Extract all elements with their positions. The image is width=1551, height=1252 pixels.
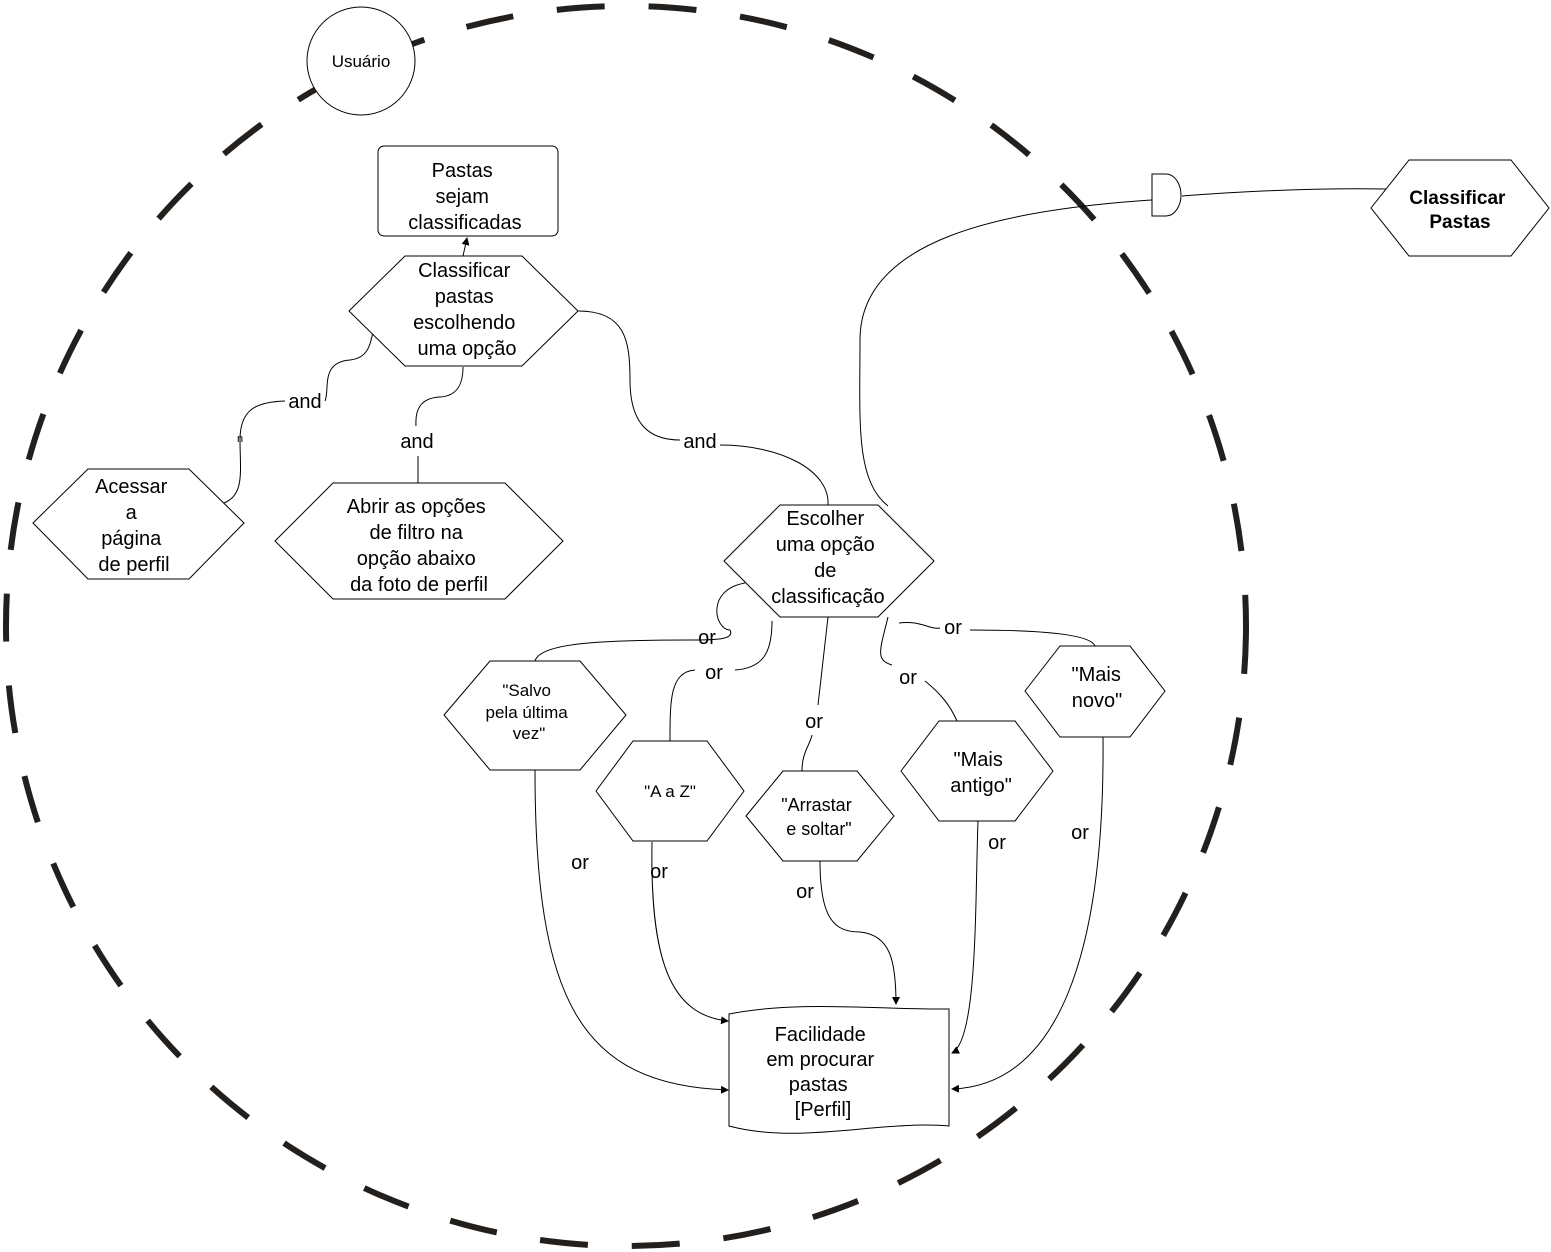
svg-text:"A a Z": "A a Z" — [644, 782, 696, 801]
edge-az-softgoal — [651, 841, 729, 1025]
edge-abrir-and — [415, 366, 464, 483]
label-or-antigo-softgoal: or — [988, 832, 1006, 854]
label-or-salvo: or — [698, 627, 716, 649]
actor-boundary — [3, 3, 1249, 1249]
task-classificar-pastas[interactable]: Classificar pastas escolhendo uma opção — [348, 255, 579, 367]
actor-usuario[interactable]: Usuário — [306, 6, 416, 116]
edge-salvo-softgoal — [534, 769, 729, 1094]
option-salvo-ultima-vez[interactable]: "Salvo pela última vez" — [443, 660, 627, 771]
label-or-antigo: or — [899, 667, 917, 689]
actor-label: Usuário — [332, 52, 391, 71]
label-or-arrastar-softgoal: or — [796, 881, 814, 903]
edge-antigo-softgoal — [951, 820, 979, 1054]
edge-arrastar-softgoal — [819, 860, 900, 1005]
svg-text:Classificar pastas: Classificar pastas escolhendo uma opção — [413, 260, 521, 360]
task-abrir-opcoes-filtro[interactable]: Abrir as opções de filtro na opção abaix… — [274, 482, 564, 600]
edge-acessar-and — [223, 331, 374, 504]
edge-gate-to-external — [1181, 188, 1389, 197]
label-and-acessar: and — [288, 391, 321, 413]
option-a-a-z[interactable]: "A a Z" — [595, 740, 745, 842]
goal-pastas-classificadas[interactable]: Pastas sejam classificadas — [377, 145, 559, 237]
label-and-abrir: and — [400, 431, 433, 453]
label-or-az-softgoal: or — [650, 861, 668, 883]
task-classificar-pastas-external[interactable]: Classificar Pastas — [1370, 159, 1550, 257]
svg-text:"Arrastar e soltar": "Arrastar e soltar" — [781, 795, 856, 839]
option-arrastar-soltar[interactable]: "Arrastar e soltar" — [745, 770, 895, 862]
task-acessar-pagina-perfil[interactable]: Acessar a página de perfil — [32, 468, 245, 580]
option-mais-novo[interactable]: "Mais novo" — [1024, 645, 1166, 738]
svg-text:"Mais antigo": "Mais antigo" — [950, 749, 1012, 797]
label-or-salvo-softgoal: or — [571, 852, 589, 874]
edge-escolher-external — [859, 199, 1153, 507]
svg-text:"Mais novo": "Mais novo" — [1072, 664, 1127, 712]
label-or-az: or — [705, 662, 723, 684]
option-mais-antigo[interactable]: "Mais antigo" — [900, 720, 1054, 822]
svg-text:Classificar Pastas: Classificar Pastas — [1409, 188, 1510, 233]
label-n: n — [237, 433, 243, 445]
and-gate — [1151, 173, 1182, 217]
edge-or-az — [669, 620, 773, 742]
label-and-escolher: and — [683, 431, 716, 453]
svg-text:Pastas sejam class: Pastas sejam classificadas — [408, 160, 521, 234]
edge-or-arrastar — [801, 616, 829, 772]
edge-or-salvo — [534, 582, 746, 662]
edge-or-antigo — [880, 616, 958, 722]
label-or-novo-softgoal: or — [1071, 822, 1089, 844]
label-or-arrastar: or — [805, 711, 823, 733]
svg-text:Abrir as opções de filtr: Abrir as opções de filtro na opção abaix… — [347, 496, 492, 596]
svg-text:Escolher uma opção: Escolher uma opção de classificação — [771, 508, 884, 608]
edge-escolher-and — [577, 310, 829, 506]
edge-main-to-goal — [461, 237, 470, 257]
edge-or-novo — [898, 621, 1096, 647]
softgoal-facilidade-procurar-pastas[interactable]: Facilidade em procurar pastas [Perfil] — [728, 1005, 950, 1134]
label-or-novo: or — [944, 617, 962, 639]
edge-novo-softgoal — [951, 736, 1104, 1093]
svg-text:Facilidade em procurar: Facilidade em procurar pastas [Perfil] — [766, 1024, 879, 1121]
task-escolher-opcao[interactable]: Escolher uma opção de classificação — [723, 504, 935, 618]
svg-text:Acessar a página: Acessar a página de perfil — [95, 476, 173, 576]
svg-text:"Salvo pela última: "Salvo pela última vez" — [486, 681, 573, 743]
